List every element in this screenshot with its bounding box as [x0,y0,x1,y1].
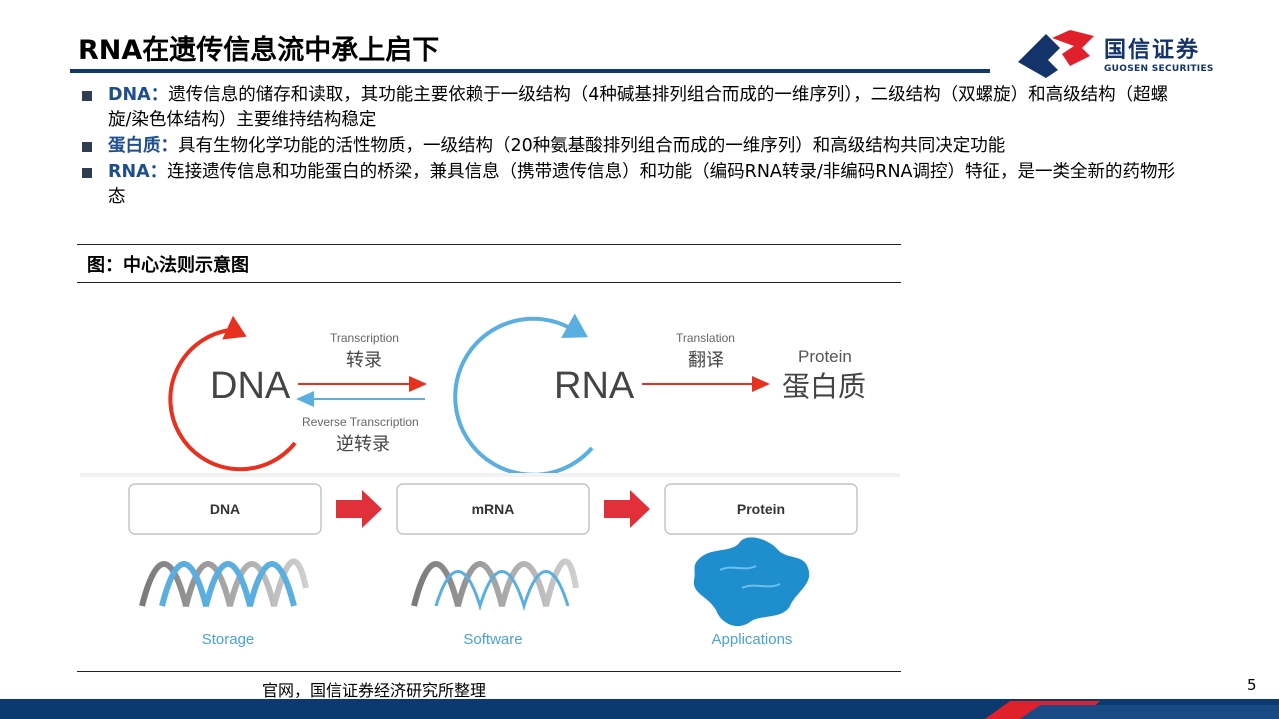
rna-label: RNA [554,365,635,407]
source-note: 官网，国信证券经济研究所整理 [262,681,487,700]
bullet-list: DNA：遗传信息的储存和读取，其功能主要依赖于一级结构（4种碱基排列组合而成的一… [82,83,1182,211]
dna-box-label: DNA [210,501,240,517]
protein-blob-icon [693,537,810,627]
brand-name-en: GUOSEN SECURITIES [1104,64,1214,74]
translation-en: Translation [676,331,735,345]
figure-caption: 图：中心法则示意图 [87,255,249,276]
protein-en: Protein [798,347,852,366]
protein-box-label: Protein [737,501,785,517]
bullet-rna: RNA：连接遗传信息和功能蛋白的桥梁，兼具信息（携带遗传信息）和功能（编码RNA… [82,160,1182,210]
protein-cn: 蛋白质 [782,371,866,402]
square-bullet-icon [82,91,92,101]
reverse-transcription-en: Reverse Transcription [302,415,419,429]
brand-name-cn: 国信证券 [1104,38,1201,63]
divider-band [80,473,900,477]
mrna-box-label: mRNA [472,501,515,517]
square-bullet-icon [82,142,92,152]
dna-replication-loop [168,328,297,472]
figure-bottom-rule [77,671,901,672]
dna-label: DNA [210,365,291,407]
title-underline [70,69,990,73]
mrna-box [396,483,590,535]
bullet-key: DNA： [108,85,169,105]
transcription-cn: 转录 [346,350,382,370]
storage-caption: Storage [202,631,255,648]
bullet-key: RNA： [108,162,168,182]
footer-bar [0,699,1279,719]
bullet-text: 遗传信息的储存和读取，其功能主要依赖于一级结构（4种碱基排列组合而成的一维序列）… [108,85,1169,130]
bullet-protein: 蛋白质：具有生物化学功能的活性物质，一级结构（20种氨基酸排列组合而成的一维序列… [82,134,1182,159]
red-arrow-icon [336,490,382,528]
bullet-dna: DNA：遗传信息的储存和读取，其功能主要依赖于一级结构（4种碱基排列组合而成的一… [82,83,1182,133]
protein-box [664,483,858,535]
page-number: 5 [1247,676,1257,694]
bullet-text: 具有生物化学功能的活性物质，一级结构（20种氨基酸排列组合而成的一维序列）和高级… [178,136,1006,156]
guosen-logo-icon [1018,30,1094,78]
transcription-en: Transcription [330,331,399,345]
software-caption: Software [463,631,522,648]
slide-title: RNA在遗传信息流中承上启下 [78,35,440,66]
translation-cn: 翻译 [688,350,724,370]
figure-top-rule [77,244,901,245]
square-bullet-icon [82,168,92,178]
bullet-text: 连接遗传信息和功能蛋白的桥梁，兼具信息（携带遗传信息）和功能（编码RNA转录/非… [108,162,1176,207]
rna-loop-arrowhead-icon [561,313,588,339]
figure-caption-rule [77,282,901,283]
bullet-key: 蛋白质： [108,136,178,156]
dna-double-helix-icon [139,558,309,607]
dna-loop-arrowhead-icon [222,315,247,340]
reverse-transcription-cn: 逆转录 [336,434,390,454]
mrna-strand-icon [411,558,579,612]
central-dogma-diagram: DNA Transcription 转录 Reverse Transcripti… [80,313,900,648]
applications-caption: Applications [712,631,793,648]
red-arrow-icon [604,490,650,528]
dna-box [128,483,322,535]
